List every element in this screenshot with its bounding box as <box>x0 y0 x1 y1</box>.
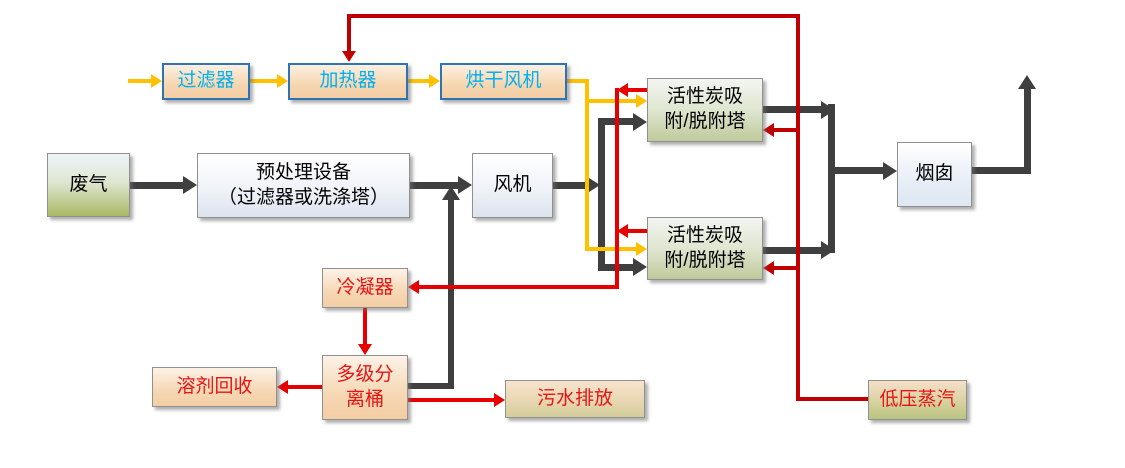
air-line-inlet <box>128 79 154 83</box>
gas-line-collector-to-chimney <box>831 167 885 174</box>
node-separator: 多级分 离桶 <box>322 355 408 420</box>
node-solvent-recovery: 溶剂回收 <box>152 367 277 407</box>
vapor-line-vertical <box>615 88 619 287</box>
gas-line-tower2-out <box>763 247 823 254</box>
arrowhead-steam-into-heater <box>342 51 356 62</box>
vapor-line-tower2-exit <box>620 229 647 233</box>
node-sewage-discharge: 污水排放 <box>505 380 645 418</box>
arrowhead-steam-into-tower1 <box>763 123 774 137</box>
steam-line-top-loop <box>347 14 800 18</box>
node-carbon-tower-1: 活性炭吸 附/脱附塔 <box>647 78 763 142</box>
gas-line-tower1-out <box>763 106 823 113</box>
node-heater-label: 加热器 <box>319 70 377 92</box>
air-line-vertical <box>585 79 589 251</box>
arrowhead-into-filter <box>151 74 162 88</box>
arrowhead-air-into-tower2 <box>636 242 647 256</box>
arrowhead-tower2-to-collector <box>821 241 835 259</box>
arrowhead-into-fan <box>458 176 472 194</box>
node-chimney: 烟囱 <box>897 142 972 207</box>
steam-line-from-source <box>798 397 868 401</box>
node-fan: 风机 <box>472 153 553 218</box>
arrowhead-into-tower2 <box>633 258 647 276</box>
node-pretreatment: 预处理设备 （过滤器或洗涤塔） <box>197 153 410 218</box>
arrowhead-into-solvent-recovery <box>277 380 288 394</box>
node-heater: 加热器 <box>288 63 408 100</box>
node-sewage-discharge-label: 污水排放 <box>536 387 613 409</box>
node-drying-fan: 烘干风机 <box>440 63 567 100</box>
node-chimney-label: 烟囱 <box>915 163 954 185</box>
arrowhead-air-into-tower1 <box>636 94 647 108</box>
node-separator-label: 多级分 离桶 <box>336 363 394 410</box>
arrowhead-return-into-main-line <box>442 186 460 200</box>
vapor-line-tower1-exit <box>620 88 647 92</box>
air-line-filter-to-heater <box>250 79 280 83</box>
node-drying-fan-label: 烘干风机 <box>465 70 542 92</box>
arrowhead-into-tower1 <box>633 113 647 131</box>
arrowhead-into-condenser <box>408 280 419 294</box>
arrowhead-into-separator <box>358 344 372 355</box>
steam-branch-tower1 <box>772 128 800 132</box>
sewage-line <box>408 398 496 402</box>
arrowhead-fan-to-split <box>586 176 600 194</box>
node-waste-gas-label: 废气 <box>69 173 108 195</box>
solvent-line <box>286 385 322 389</box>
condensate-line-to-separator <box>363 308 367 345</box>
gas-line-wastegas-to-pretreatment <box>130 182 186 189</box>
arrowhead-into-heater <box>277 74 288 88</box>
node-carbon-tower-2-label: 活性炭吸 附/脱附塔 <box>664 224 746 271</box>
node-fan-label: 风机 <box>493 174 532 196</box>
arrowhead-into-chimney <box>883 162 897 180</box>
node-carbon-tower-2: 活性炭吸 附/脱附塔 <box>647 217 763 280</box>
air-line-heater-to-dryingfan <box>408 79 432 83</box>
node-condenser-label: 冷凝器 <box>336 276 394 298</box>
steam-branch-tower2 <box>772 266 800 270</box>
arrowhead-steam-into-tower2 <box>763 261 774 275</box>
gas-line-chimney-out <box>972 167 1028 174</box>
node-filter: 过滤器 <box>162 63 250 100</box>
arrowhead-vapor-tower2 <box>617 224 628 238</box>
node-pretreatment-label: 预处理设备 （过滤器或洗涤塔） <box>217 161 389 208</box>
gas-line-collector-vertical <box>828 104 835 253</box>
gas-line-fan-out <box>553 182 588 189</box>
arrowhead-into-sewage <box>494 393 505 407</box>
arrowhead-vapor-tower1 <box>617 83 628 97</box>
arrowhead-into-dryingfan <box>429 74 440 88</box>
gas-line-separator-return-stub <box>408 383 454 389</box>
gas-line-separator-return-vertical <box>448 197 454 387</box>
node-lp-steam-label: 低压蒸汽 <box>879 388 956 410</box>
steam-line-vertical <box>796 14 800 401</box>
air-line-dryingfan-out <box>567 79 589 83</box>
node-filter-label: 过滤器 <box>177 70 235 92</box>
air-line-branch-tower1 <box>585 99 638 103</box>
node-condenser: 冷凝器 <box>322 268 408 308</box>
node-carbon-tower-1-label: 活性炭吸 附/脱附塔 <box>664 86 746 132</box>
node-lp-steam: 低压蒸汽 <box>868 380 967 420</box>
vapor-line-to-condenser <box>417 285 619 289</box>
node-waste-gas: 废气 <box>47 153 130 217</box>
air-line-branch-tower2 <box>585 247 638 251</box>
arrowhead-into-pretreatment <box>183 176 197 194</box>
gas-line-pretreatment-to-fan <box>410 182 460 189</box>
steam-line-down-to-heater <box>347 14 351 51</box>
gas-line-exhaust-vertical <box>1024 88 1031 174</box>
node-solvent-recovery-label: 溶剂回收 <box>176 375 253 397</box>
gas-line-split-vertical <box>598 119 605 271</box>
arrowhead-exhaust-up <box>1018 75 1036 89</box>
